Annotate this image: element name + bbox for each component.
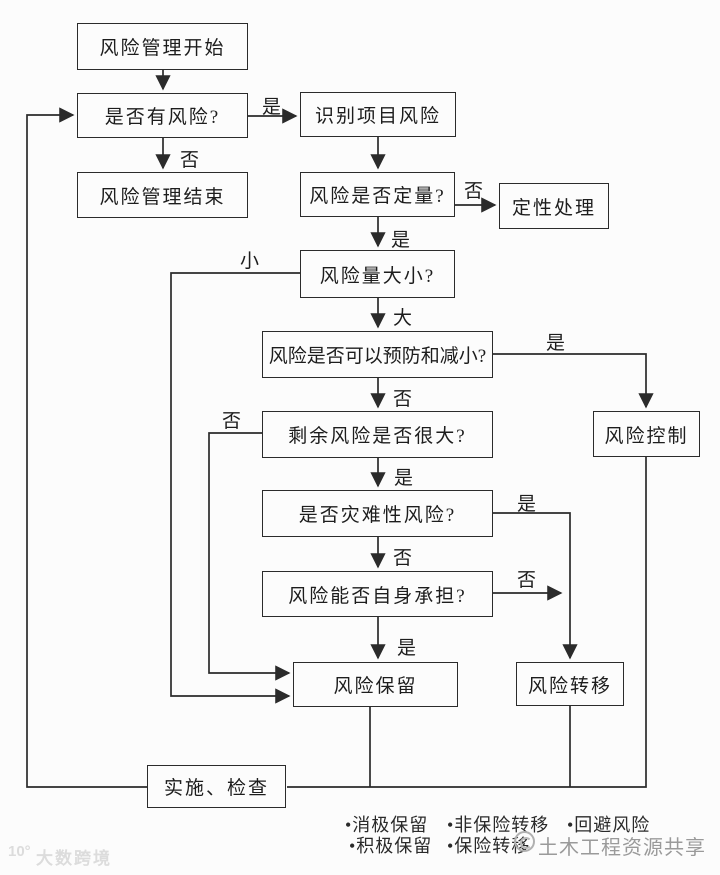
watermark-bottom-left: 大数跨境 — [36, 849, 112, 868]
node-self-bear: 风险能否自身承担? — [262, 571, 493, 617]
edge-label-quantify-yes: 是 — [391, 230, 412, 251]
edge-prevent-yes-to-control — [493, 353, 654, 409]
node-control: 风险控制 — [593, 411, 700, 457]
edge-label-catastrophic-no: 否 — [393, 548, 414, 569]
node-prevent: 风险是否可以预防和减小? — [262, 331, 493, 378]
edge-label-prevent-no: 否 — [393, 389, 414, 410]
node-quantify: 风险是否定量? — [300, 172, 455, 217]
legend-item-avoid-risk: •回避风险 — [567, 815, 651, 835]
node-end: 风险管理结束 — [77, 172, 248, 218]
edge-label-self-bear-no: 否 — [517, 570, 538, 591]
edge-label-self-bear-yes: 是 — [397, 638, 418, 659]
edge-implement-loop-to-hasrisk — [26, 107, 147, 788]
node-retention: 风险保留 — [293, 662, 458, 707]
legend-item-insurance-transfer: •保险转移 — [447, 836, 531, 856]
edge-label-magnitude-small: 小 — [240, 251, 261, 272]
node-identify: 识别项目风险 — [300, 92, 456, 137]
edge-catastrophic-yes-to-transfer — [493, 512, 578, 660]
node-transfer: 风险转移 — [516, 662, 624, 706]
edge-label-has-risk-yes: 是 — [262, 97, 283, 118]
node-start: 风险管理开始 — [77, 23, 248, 70]
node-catastrophic: 是否灾难性风险? — [262, 490, 493, 537]
edge-magnitude-small-to-retention — [170, 272, 300, 704]
legend-item-passive-retention: •消极保留 — [345, 815, 429, 835]
edge-label-quantify-no: 否 — [464, 181, 485, 202]
edge-control-to-implement — [287, 457, 647, 788]
node-magnitude: 风险量大小? — [300, 250, 455, 298]
edge-label-prevent-yes: 是 — [546, 333, 567, 354]
edge-residual-no-to-retention — [208, 432, 291, 681]
node-qualitative: 定性处理 — [499, 183, 609, 229]
legend-item-active-retention: •积极保留 — [349, 836, 433, 856]
node-residual: 剩余风险是否很大? — [262, 411, 493, 458]
node-has-risk: 是否有风险? — [77, 93, 248, 138]
edge-label-residual-no: 否 — [222, 411, 243, 432]
edge-label-has-risk-no: 否 — [180, 150, 201, 171]
watermark-bottom-right: 土木工程资源共享 — [538, 837, 706, 859]
edge-label-catastrophic-yes: 是 — [517, 494, 538, 515]
watermark-left-logo-icon: 10° — [8, 843, 31, 860]
edge-label-magnitude-big: 大 — [393, 308, 414, 329]
legend-item-noninsurance-transfer: •非保险转移 — [447, 815, 550, 835]
edge-label-residual-yes: 是 — [394, 468, 415, 489]
node-implement: 实施、检查 — [147, 765, 286, 808]
watermark-right-logo-icon — [514, 831, 535, 852]
